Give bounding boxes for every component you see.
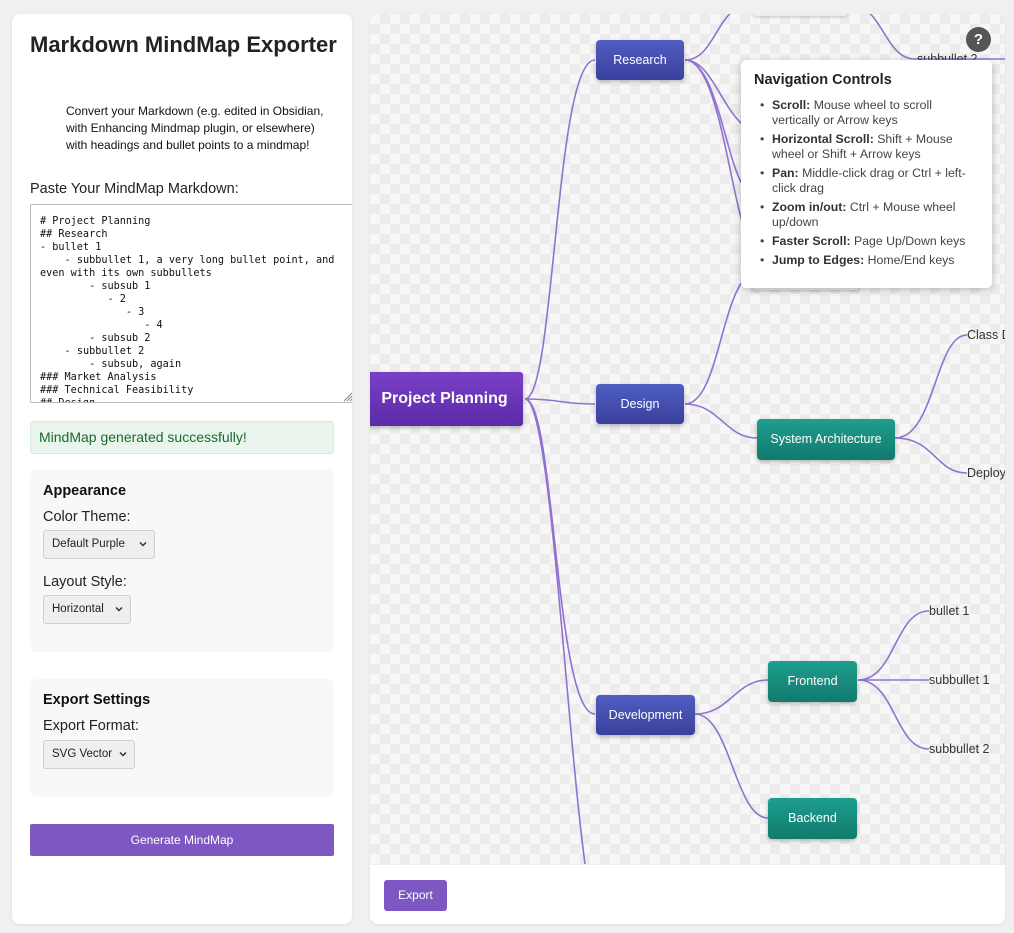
layout-style-select[interactable]: Horizontal xyxy=(43,595,131,624)
navigation-controls-list: Scroll: Mouse wheel to scroll vertically… xyxy=(754,98,979,268)
markdown-input[interactable]: # Project Planning ## Research - bullet … xyxy=(30,204,352,403)
nav-control-key: Horizontal Scroll: xyxy=(772,132,874,146)
nav-control-text: Home/End keys xyxy=(867,253,955,267)
mindmap-node-backend[interactable]: Backend xyxy=(768,798,857,839)
nav-control-text: Ctrl + Mouse wheel up/down xyxy=(772,200,956,229)
nav-control-item: Jump to Edges: Home/End keys xyxy=(754,253,979,268)
layout-style-label: Layout Style: xyxy=(43,574,127,590)
color-theme-select[interactable]: Default Purple xyxy=(43,530,155,559)
nav-control-item: Faster Scroll: Page Up/Down keys xyxy=(754,234,979,249)
nav-control-item: Zoom in/out: Ctrl + Mouse wheel up/down xyxy=(754,200,979,230)
nav-control-item: Scroll: Mouse wheel to scroll vertically… xyxy=(754,98,979,128)
mindmap-node-research[interactable]: Research xyxy=(596,40,684,80)
chevron-down-icon xyxy=(139,541,147,547)
nav-control-key: Zoom in/out: xyxy=(772,200,847,214)
mindmap-node-hidden[interactable] xyxy=(752,14,848,16)
mindmap-panel: Project Planning Research Design Develop… xyxy=(370,14,1005,924)
nav-control-text: Page Up/Down keys xyxy=(854,234,966,248)
color-theme-value: Default Purple xyxy=(52,538,125,550)
edge-root-research xyxy=(524,59,596,400)
edge-research-2 xyxy=(684,59,743,125)
navigation-controls-title: Navigation Controls xyxy=(754,72,892,88)
mindmap-leaf[interactable]: subbullet 2 xyxy=(929,742,990,756)
app-description: Convert your Markdown (e.g. edited in Ob… xyxy=(66,104,324,152)
edge-design-up xyxy=(684,281,743,405)
export-format-select[interactable]: SVG Vector xyxy=(43,740,135,769)
appearance-heading: Appearance xyxy=(43,483,127,499)
mindmap-node-frontend[interactable]: Frontend xyxy=(768,661,857,702)
edge-research-sub xyxy=(869,14,916,60)
export-format-label: Export Format: xyxy=(43,718,139,734)
markdown-input-label: Paste Your MindMap Markdown: xyxy=(30,181,239,197)
sidebar: Markdown MindMap Exporter Convert your M… xyxy=(12,14,352,924)
export-format-value: SVG Vector xyxy=(52,748,113,760)
generate-mindmap-button[interactable]: Generate MindMap xyxy=(30,824,334,856)
nav-control-item: Pan: Middle-click drag or Ctrl + left-cl… xyxy=(754,166,979,196)
canvas-footer: Export xyxy=(370,864,1005,924)
mindmap-node-design[interactable]: Design xyxy=(596,384,684,424)
nav-control-item: Horizontal Scroll: Shift + Mouse wheel o… xyxy=(754,132,979,162)
nav-control-text: Middle-click drag or Ctrl + left-click d… xyxy=(772,166,966,195)
nav-control-key: Scroll: xyxy=(772,98,811,112)
chevron-down-icon xyxy=(115,606,123,612)
mindmap-leaf[interactable]: Deploy xyxy=(967,466,1005,480)
appearance-panel: Appearance Color Theme: Default Purple L… xyxy=(30,469,334,652)
question-icon[interactable]: ? xyxy=(966,27,991,52)
export-button[interactable]: Export xyxy=(384,880,447,911)
mindmap-node-development[interactable]: Development xyxy=(596,695,695,735)
navigation-controls-popup: Navigation Controls Scroll: Mouse wheel … xyxy=(741,60,992,288)
resize-handle-icon[interactable] xyxy=(341,390,352,402)
mindmap-leaf[interactable]: bullet 1 xyxy=(929,604,970,618)
edge-research-1 xyxy=(684,14,731,61)
edge-dev-frontend xyxy=(694,679,769,715)
app-title: Markdown MindMap Exporter xyxy=(30,32,337,57)
edge-root-design xyxy=(524,398,596,405)
nav-control-key: Pan: xyxy=(772,166,799,180)
edge-sysarch-deploy xyxy=(894,437,968,474)
nav-control-text: Shift + Mouse wheel or Shift + Arrow key… xyxy=(772,132,953,161)
mindmap-root-node[interactable]: Project Planning xyxy=(370,372,523,426)
edge-research-3 xyxy=(684,59,743,185)
export-settings-panel: Export Settings Export Format: SVG Vecto… xyxy=(30,679,334,797)
color-theme-label: Color Theme: xyxy=(43,509,131,525)
mindmap-edges xyxy=(524,14,1005,864)
mindmap-canvas[interactable]: Project Planning Research Design Develop… xyxy=(370,14,1005,864)
edge-design-sysarch xyxy=(684,403,758,439)
edge-root-more xyxy=(524,398,586,864)
edge-frontend-bullet1 xyxy=(857,610,930,681)
mindmap-leaf[interactable]: Class D xyxy=(967,328,1005,342)
export-settings-heading: Export Settings xyxy=(43,692,151,708)
edge-frontend-subbullet2 xyxy=(857,679,930,750)
chevron-down-icon xyxy=(119,751,127,757)
nav-control-text: Mouse wheel to scroll vertically or Arro… xyxy=(772,98,932,127)
layout-style-value: Horizontal xyxy=(52,603,104,615)
edge-root-development xyxy=(524,398,596,715)
status-message: MindMap generated successfully! xyxy=(30,421,334,454)
nav-control-key: Faster Scroll: xyxy=(772,234,851,248)
edge-sysarch-classd xyxy=(894,334,968,439)
nav-control-key: Jump to Edges: xyxy=(772,253,865,267)
edge-dev-backend xyxy=(694,713,769,819)
mindmap-leaf[interactable]: subbullet 1 xyxy=(929,673,990,687)
mindmap-node-system-architecture[interactable]: System Architecture xyxy=(757,419,895,460)
